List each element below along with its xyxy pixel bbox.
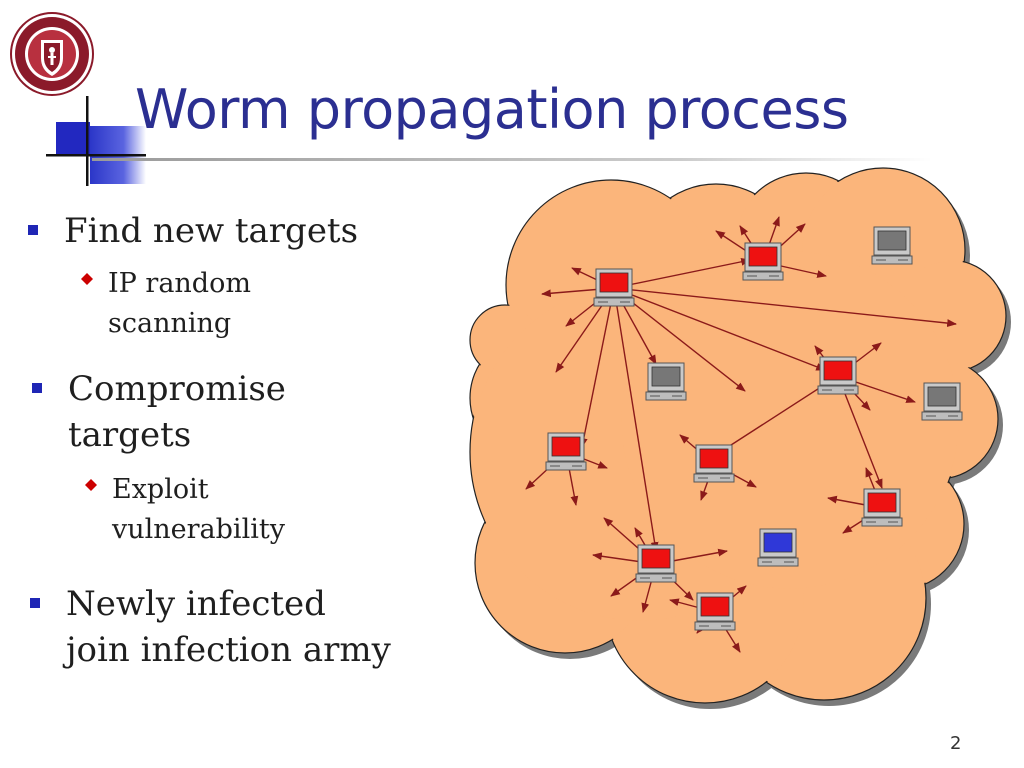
scan-arrow xyxy=(613,257,751,289)
computer-icon-infected xyxy=(742,242,784,281)
computers xyxy=(545,226,963,631)
computer-icon-target xyxy=(757,528,799,567)
square-bullet-icon xyxy=(32,383,42,393)
bullet-line: targets xyxy=(68,415,192,455)
subbullet-line: vulnerability xyxy=(112,514,285,545)
computer-icon-clean xyxy=(921,382,963,421)
subbullet-line: scanning xyxy=(108,308,232,339)
decorative-crosshair xyxy=(46,96,146,186)
scan-arrow xyxy=(579,287,615,448)
bullet-newly-infected: Newly infected join infection army xyxy=(30,581,391,673)
computer-icon-infected xyxy=(593,268,635,307)
title-underline xyxy=(92,158,932,161)
computer-icon-infected xyxy=(861,488,903,527)
computer-icon-clean xyxy=(871,226,913,265)
slide-title: Worm propagation process xyxy=(135,78,849,141)
bullet-find-new-targets: Find new targets xyxy=(28,208,359,254)
computer-icon-infected xyxy=(635,544,677,583)
computer-icon-clean xyxy=(645,362,687,401)
computer-icon-infected xyxy=(694,592,736,631)
bullet-line: Compromise xyxy=(68,369,286,409)
square-bullet-icon xyxy=(30,598,40,608)
scan-arrow xyxy=(613,287,659,552)
scan-arrow xyxy=(713,375,839,457)
computer-icon-infected xyxy=(545,432,587,471)
bullet-line: Newly infected xyxy=(66,584,326,624)
subbullet-exploit-vulnerability: Exploit vulnerability xyxy=(85,470,285,550)
square-bullet-icon xyxy=(28,225,38,235)
scan-arrow xyxy=(613,287,746,392)
computer-icon-infected xyxy=(817,356,859,395)
diamond-bullet-icon xyxy=(81,273,93,285)
subbullet-ip-random-scanning: IP random scanning xyxy=(81,264,251,344)
scan-arrow xyxy=(613,287,957,327)
page-number: 2 xyxy=(950,733,962,754)
bullet-text: Find new targets xyxy=(64,211,359,251)
computer-icon-infected xyxy=(693,444,735,483)
diamond-bullet-icon xyxy=(85,479,97,491)
scan-arrow xyxy=(837,375,883,489)
subbullet-line: Exploit xyxy=(112,474,209,505)
bullet-line: join infection army xyxy=(66,630,391,670)
scan-arrow xyxy=(613,287,826,371)
university-seal-logo xyxy=(10,12,94,96)
bullet-compromise-targets: Compromise targets xyxy=(32,366,286,458)
subbullet-line: IP random xyxy=(108,268,251,299)
